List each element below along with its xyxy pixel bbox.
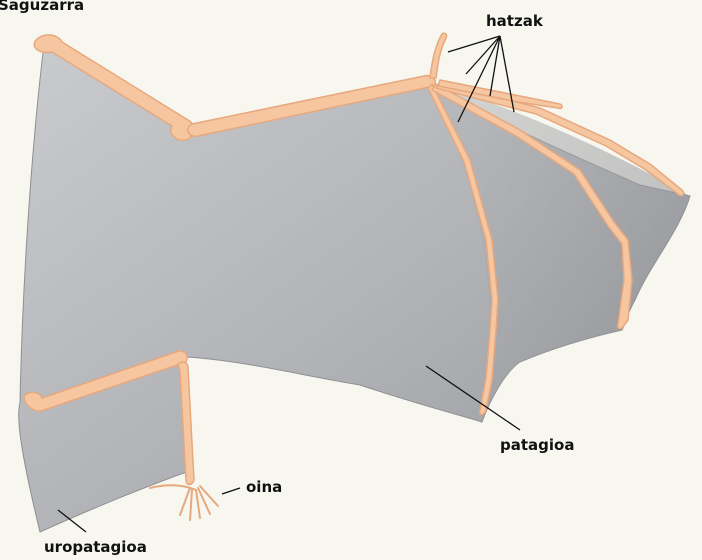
thumb-bone: [430, 33, 447, 78]
foot-claws: [150, 485, 218, 520]
label-oina: oina: [246, 478, 282, 496]
label-patagioa: patagioa: [500, 436, 574, 454]
label-hatzak: hatzak: [486, 12, 543, 30]
diagram-title: Saguzarra: [0, 0, 84, 14]
oina-leader: [222, 488, 240, 494]
label-uropatagioa: uropatagioa: [44, 538, 147, 556]
